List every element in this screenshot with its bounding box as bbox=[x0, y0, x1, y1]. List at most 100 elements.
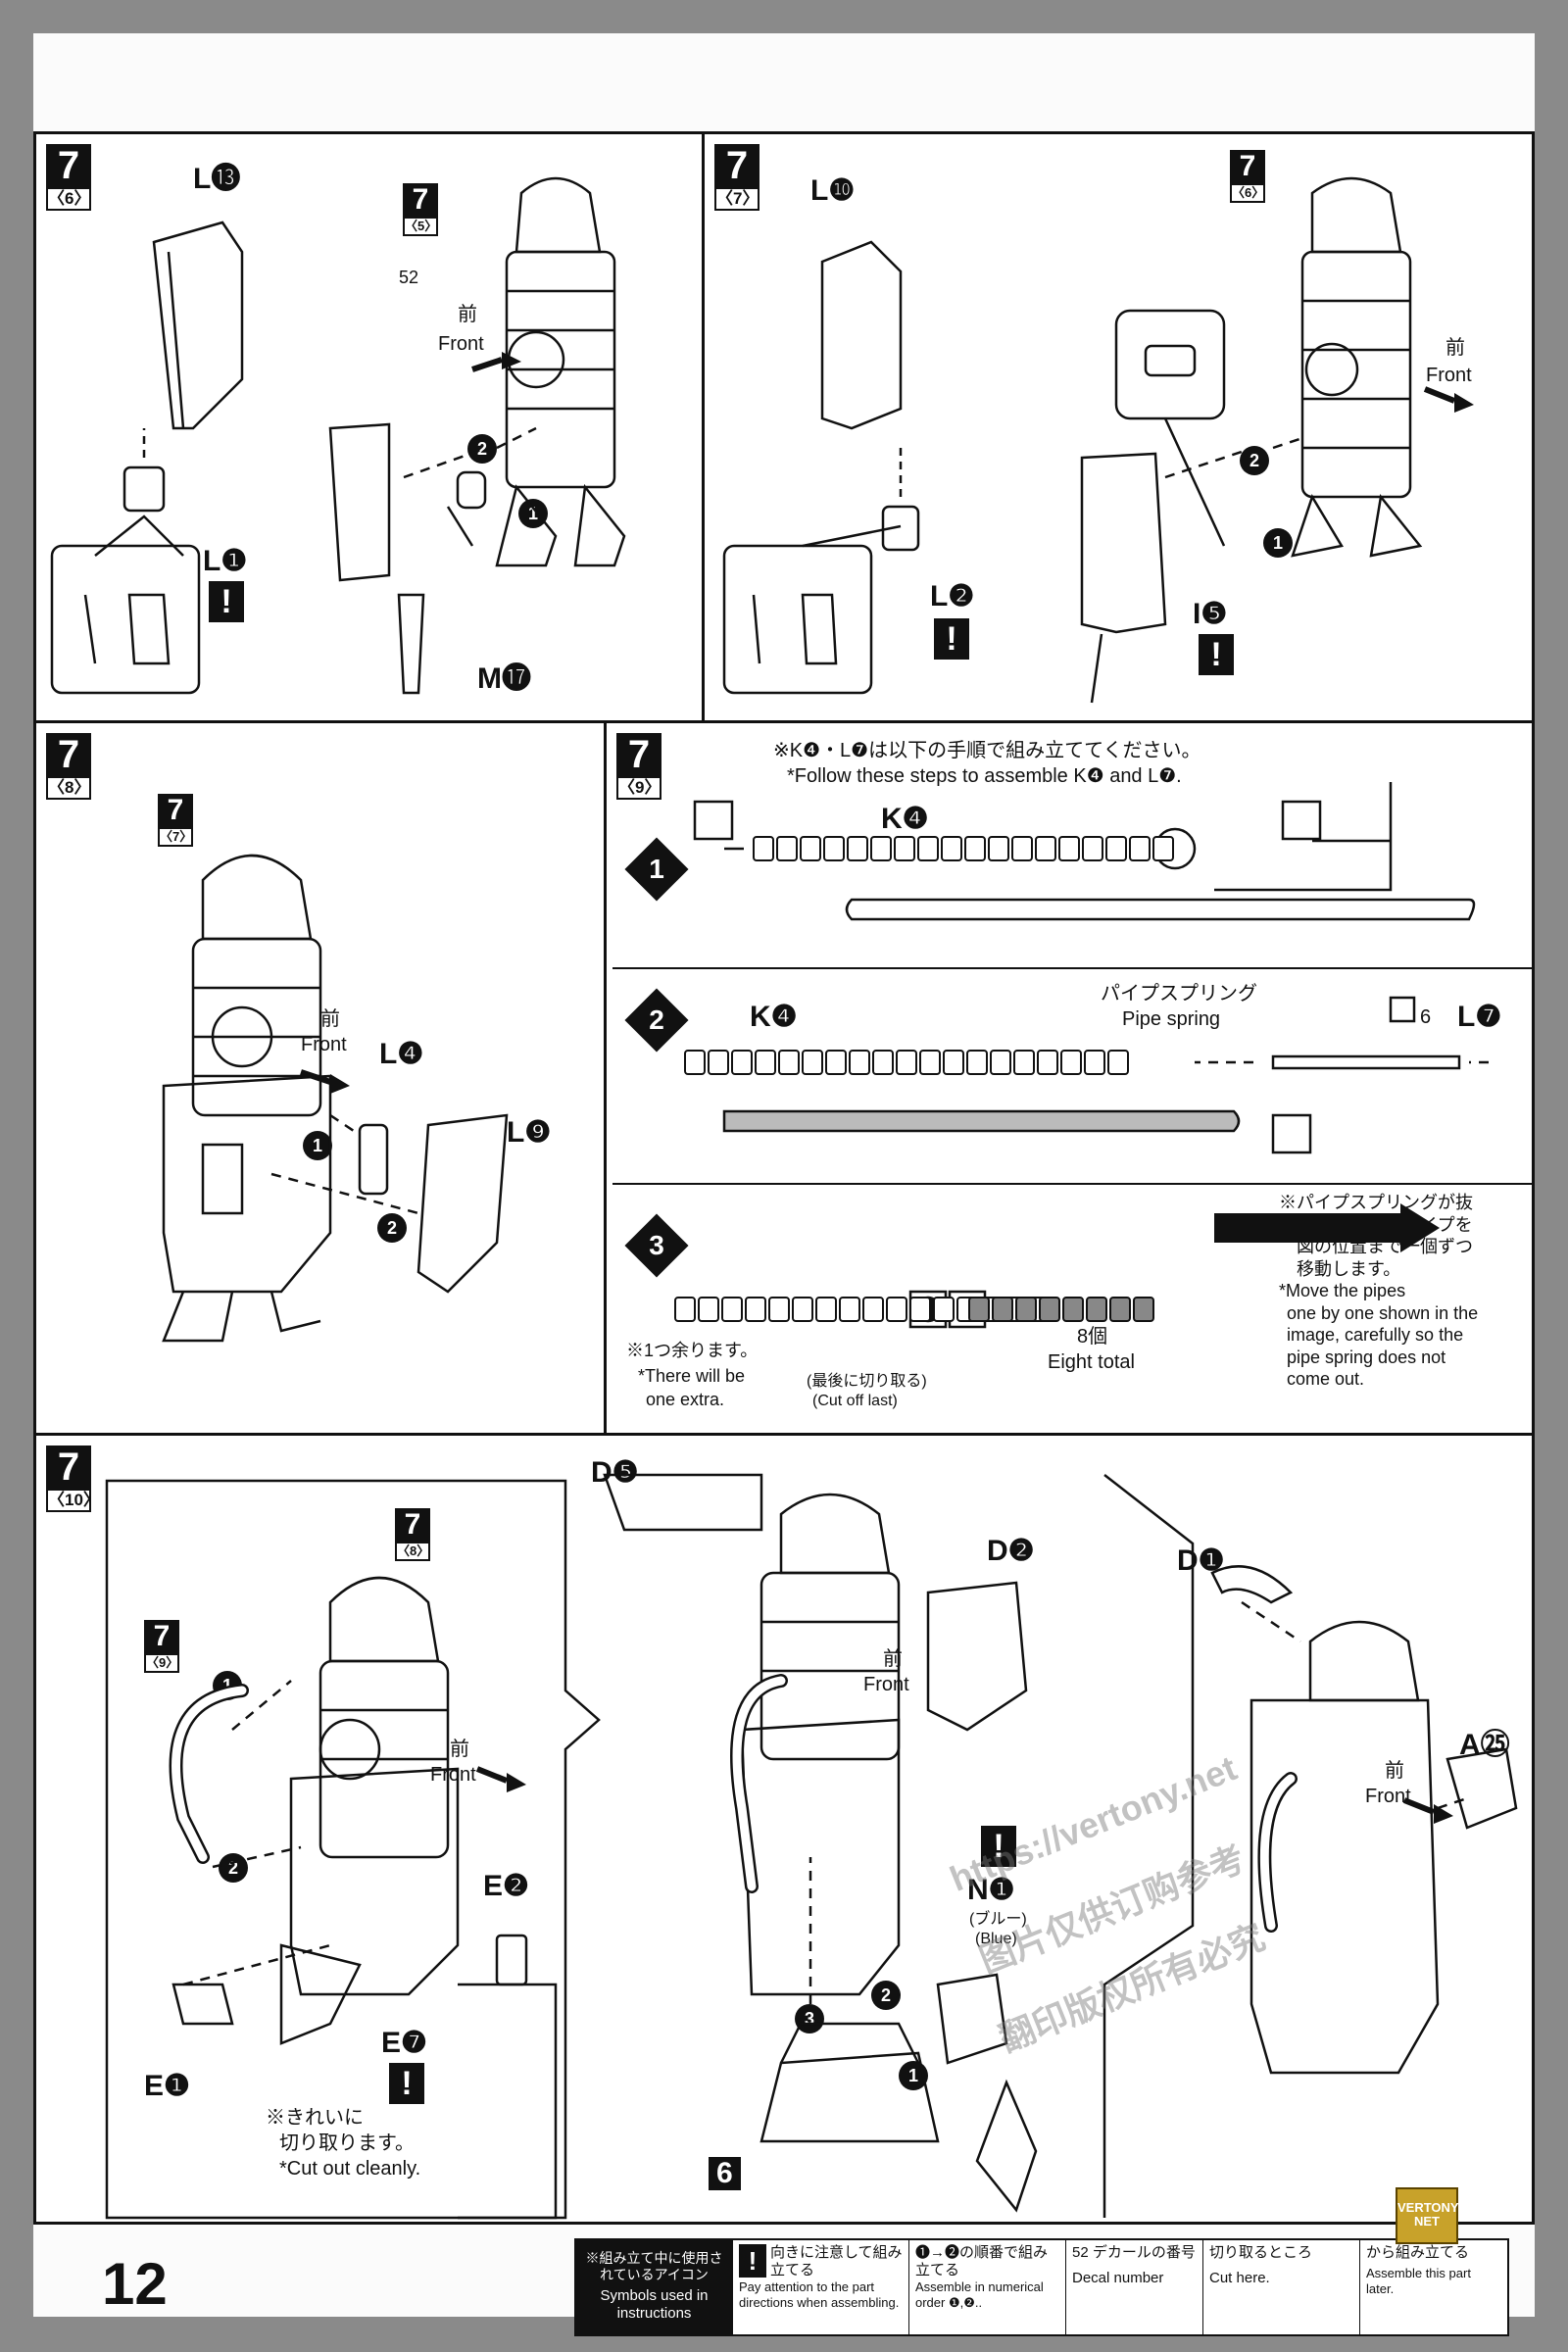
caution-icon: ! bbox=[934, 618, 969, 660]
pipe-segment bbox=[684, 1050, 706, 1075]
page-number: 12 bbox=[102, 2251, 168, 2317]
extra-note-en: one extra. bbox=[646, 1390, 725, 1409]
pipe-segment bbox=[1015, 1297, 1037, 1322]
cut-last-en: (Cut off last) bbox=[812, 1393, 898, 1409]
front-label-jp: 前 bbox=[320, 1008, 340, 1030]
front-label-jp: 前 bbox=[450, 1739, 469, 1760]
decal-number: 52 bbox=[399, 268, 419, 287]
part-label: 6 bbox=[709, 2157, 741, 2190]
pipe-segment bbox=[990, 1050, 1011, 1075]
order-3: 3 bbox=[795, 2004, 824, 2034]
step-badge: 7〈7〉 bbox=[714, 144, 760, 211]
step-ref-badge: 7〈6〉 bbox=[1230, 150, 1265, 203]
pipe-segment bbox=[731, 1050, 753, 1075]
pipe-segment bbox=[1084, 1050, 1105, 1075]
pipe-segment bbox=[1037, 1050, 1058, 1075]
order-2: 2 bbox=[467, 434, 497, 464]
legend-cut: 切り取るところ Cut here. bbox=[1203, 2240, 1360, 2334]
assembly-note-jp: ※K❹・L❼は以下の手順で組み立ててください。 bbox=[773, 740, 1201, 761]
part-label: L❾ bbox=[507, 1116, 552, 1149]
color-blue-en: (Blue) bbox=[975, 1931, 1017, 1947]
pipe-segment bbox=[919, 1050, 941, 1075]
order-2: 2 bbox=[219, 1853, 248, 1883]
color-blue-jp: (ブルー) bbox=[969, 1911, 1027, 1928]
front-label-jp: 前 bbox=[1385, 1760, 1404, 1782]
count-en: Eight total bbox=[1048, 1351, 1135, 1373]
part-label: L❷ bbox=[930, 580, 975, 612]
legend-header: ※組み立て中に使用されているアイコン Symbols used in instr… bbox=[576, 2240, 733, 2334]
pipe-segment bbox=[1011, 836, 1033, 861]
pipe-segment bbox=[943, 1050, 964, 1075]
front-label-en: Front bbox=[438, 333, 484, 355]
pipe-segment bbox=[815, 1297, 837, 1322]
assembly-drawing bbox=[722, 176, 1474, 704]
front-label-en: Front bbox=[1365, 1786, 1411, 1807]
part-label: L❹ bbox=[379, 1038, 424, 1070]
part-label: I❺ bbox=[1193, 598, 1228, 630]
order-1: 1 bbox=[1263, 528, 1293, 558]
pipe-spring-label-jp: パイプスプリング bbox=[1101, 983, 1257, 1004]
pipe-segment bbox=[847, 836, 868, 861]
decal-number: 6 bbox=[1420, 1006, 1432, 1028]
pipe-segment bbox=[708, 1050, 729, 1075]
pipe-segment bbox=[839, 1297, 860, 1322]
page-tab bbox=[33, 2234, 106, 2317]
pipe-segment bbox=[1060, 1050, 1082, 1075]
panel-step-7-8: 7〈8〉 7〈7〉 前 Front L❹ L❾ 1 2 bbox=[33, 720, 607, 1436]
pipe-spring-label-en: Pipe spring bbox=[1122, 1008, 1221, 1030]
part-label: M⓱ bbox=[477, 662, 531, 695]
substep-drawings bbox=[612, 782, 1532, 1329]
panel-step-7-6: 7〈6〉 L⓭ L❶ ! M⓱ 7〈5〉 52 前 Front 1 2 bbox=[33, 131, 705, 723]
pipe-segment bbox=[698, 1297, 719, 1322]
part-label: E❶ bbox=[144, 2070, 190, 2102]
order-2: 2 bbox=[1240, 446, 1269, 475]
step-ref-badge: 7〈8〉 bbox=[395, 1508, 430, 1561]
order-2: 2 bbox=[377, 1213, 407, 1243]
legend-decal: 52 デカールの番号 Decal number bbox=[1066, 2240, 1203, 2334]
vertony-logo: VERTONY NET bbox=[1396, 2187, 1459, 2244]
part-label: L⓭ bbox=[193, 163, 241, 195]
pipe-segment bbox=[745, 1297, 766, 1322]
order-1: 1 bbox=[303, 1131, 332, 1160]
part-label: D❷ bbox=[987, 1535, 1035, 1567]
part-label: E❼ bbox=[381, 2027, 427, 2059]
pipe-segment bbox=[964, 836, 986, 861]
part-label: L❶ bbox=[203, 545, 248, 577]
legend-caution: ! 向きに注意して組み立てる Pay attention to the part… bbox=[733, 2240, 909, 2334]
pipe-segment bbox=[862, 1297, 884, 1322]
caution-icon: ! bbox=[389, 2063, 424, 2104]
pipe-segment bbox=[800, 836, 821, 861]
legend-later: から組み立てる Assemble this part later. bbox=[1366, 2244, 1471, 2296]
front-label-jp: 前 bbox=[458, 304, 477, 325]
assembly-drawing bbox=[162, 854, 509, 1343]
pipe-segment bbox=[674, 1297, 696, 1322]
cut-cleanly-en: *Cut out cleanly. bbox=[279, 2158, 421, 2180]
pipe-segment bbox=[825, 1050, 847, 1075]
extra-note-jp: ※1つ余ります。 bbox=[626, 1341, 759, 1360]
step-badge: 7〈8〉 bbox=[46, 733, 91, 800]
caution-icon: ! bbox=[209, 581, 244, 622]
order-2: 2 bbox=[871, 1981, 901, 2010]
cut-last-jp: (最後に切り取る) bbox=[807, 1373, 927, 1390]
pipe-segment bbox=[1086, 1297, 1107, 1322]
pipe-segment bbox=[1105, 836, 1127, 861]
pipe-segment bbox=[849, 1050, 870, 1075]
caution-icon: ! bbox=[981, 1826, 1016, 1867]
step-ref-badge: 7〈9〉 bbox=[144, 1620, 179, 1673]
pipe-segment bbox=[1082, 836, 1103, 861]
pipe-segment bbox=[1109, 1297, 1131, 1322]
pipe-segment bbox=[872, 1050, 894, 1075]
legend-order: ❶→❷の順番で組み立てる Assemble in numerical order… bbox=[909, 2240, 1066, 2334]
pipe-segment bbox=[917, 836, 939, 861]
cut-cleanly-jp: 切り取ります。 bbox=[279, 2132, 415, 2154]
pipe-segment bbox=[896, 1050, 917, 1075]
pipe-segment bbox=[909, 1297, 931, 1322]
caution-icon: ! bbox=[1199, 634, 1234, 675]
pipe-segment bbox=[755, 1050, 776, 1075]
pipe-segment bbox=[1035, 836, 1056, 861]
part-label: K❹ bbox=[881, 803, 929, 835]
pipe-segment bbox=[1133, 1297, 1154, 1322]
pipe-segment bbox=[1013, 1050, 1035, 1075]
pipe-segment bbox=[870, 836, 892, 861]
pipe-segment bbox=[776, 836, 798, 861]
